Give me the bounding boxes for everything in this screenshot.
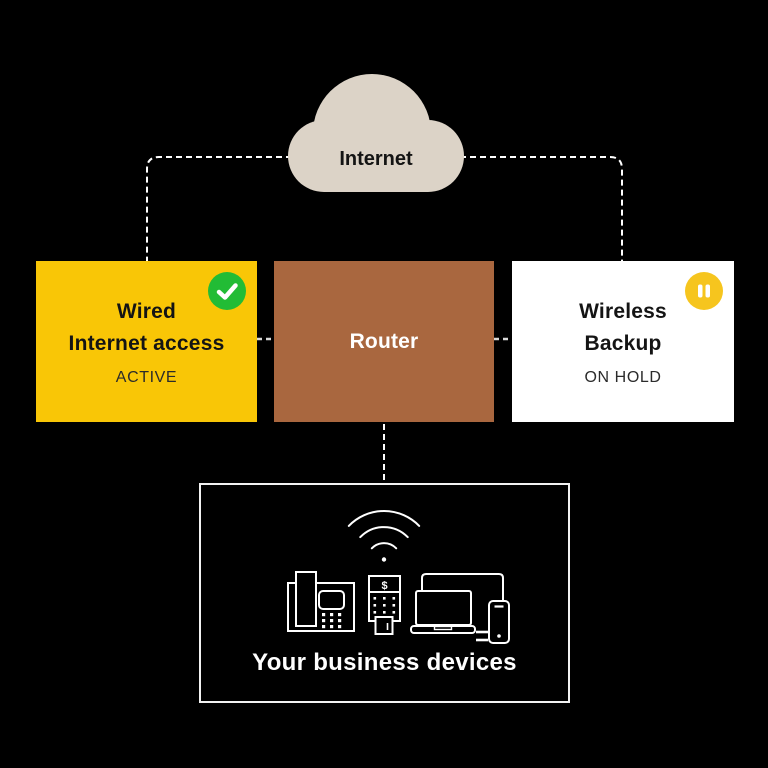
devices-label: Your business devices <box>252 649 517 676</box>
payment-terminal-icon: $ <box>368 575 401 635</box>
node-router: Router <box>274 261 494 422</box>
node-title-line2: Internet access <box>68 332 225 355</box>
desk-phone-icon <box>287 571 355 632</box>
connector-internet-to-wireless <box>460 156 623 261</box>
node-title: Wireless Backup <box>579 296 667 360</box>
check-icon <box>216 283 238 300</box>
node-title-line2: Backup <box>584 332 662 355</box>
node-status: ON HOLD <box>584 369 662 386</box>
internet-cloud-icon <box>288 74 464 192</box>
pause-icon <box>698 284 710 298</box>
monitor-icon <box>421 573 504 642</box>
on-hold-status-badge <box>685 272 723 310</box>
business-devices-icons: $ <box>287 509 510 644</box>
smartphone-icon <box>488 600 510 644</box>
node-status: ACTIVE <box>115 369 178 386</box>
svg-text:$: $ <box>381 580 387 592</box>
node-title: Router <box>349 329 419 353</box>
internet-label: Internet <box>339 148 413 170</box>
node-title-line1: Wireless <box>579 300 667 323</box>
connector-internet-to-wired <box>146 156 292 261</box>
business-devices-box: $ <box>199 483 570 703</box>
wifi-signal-icon <box>347 509 421 562</box>
node-wireless-backup: Wireless Backup ON HOLD <box>512 261 734 422</box>
node-wired-internet-access: Wired Internet access ACTIVE <box>36 261 257 422</box>
active-status-badge <box>208 272 246 310</box>
node-title: Wired Internet access <box>69 296 225 360</box>
laptop-icon <box>410 590 476 634</box>
node-title-line1: Wired <box>116 300 177 323</box>
